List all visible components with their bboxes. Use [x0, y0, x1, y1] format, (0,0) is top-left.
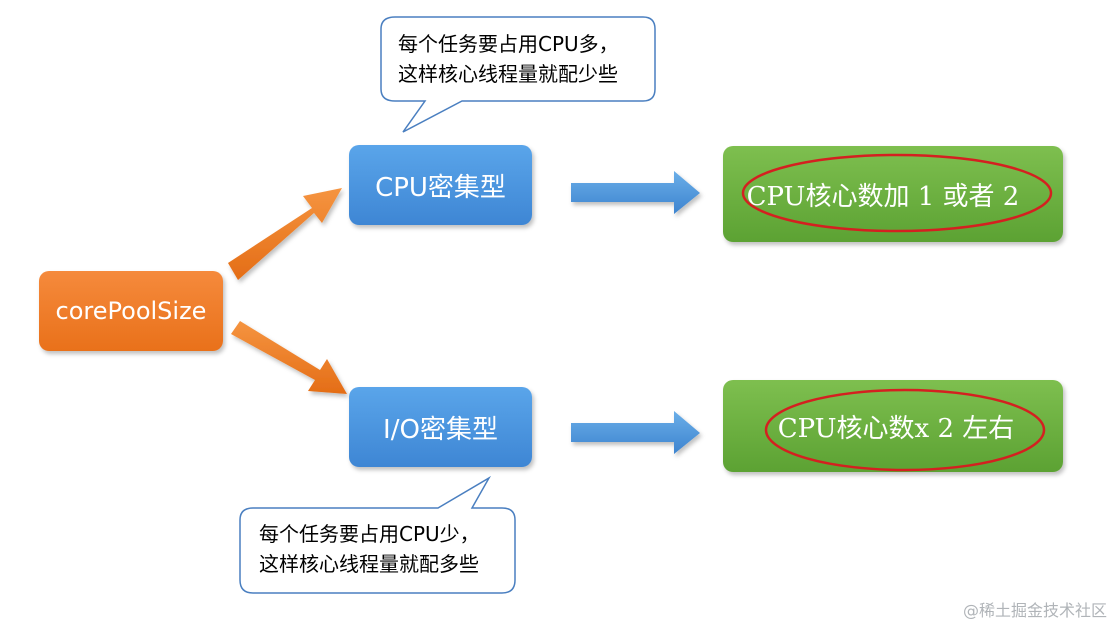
callout-io-note: 每个任务要占用CPU少， 这样核心线程量就配多些: [259, 519, 480, 579]
cpu-intensive-result-label: CPU核心数加 1 或者 2: [746, 181, 1020, 212]
io-intensive-result-label: CPU核心数x 2 左右: [777, 413, 1015, 444]
io-intensive-result-node: CPU核心数x 2 左右: [723, 380, 1063, 472]
cpu-intensive-result-node: CPU核心数加 1 或者 2: [723, 146, 1063, 242]
callout-cpu-note: 每个任务要占用CPU多， 这样核心线程量就配少些: [398, 29, 619, 89]
callout-cpu-line1: 每个任务要占用CPU多，: [398, 32, 619, 56]
callout-io-line2: 这样核心线程量就配多些: [259, 552, 479, 576]
core-pool-size-node: corePoolSize: [39, 271, 223, 351]
arrow-io-to-result: [571, 411, 700, 454]
cpu-intensive-node: CPU密集型: [349, 145, 532, 225]
arrow-to-cpu-intensive: [228, 188, 342, 280]
io-intensive-label: I/O密集型: [383, 414, 498, 445]
callout-io-line1: 每个任务要占用CPU少，: [259, 522, 480, 546]
arrow-cpu-to-result: [571, 171, 700, 214]
callout-cpu-line2: 这样核心线程量就配少些: [398, 62, 618, 86]
watermark: @稀土掘金技术社区: [962, 601, 1107, 620]
io-intensive-node: I/O密集型: [349, 387, 532, 467]
cpu-intensive-label: CPU密集型: [375, 172, 506, 203]
arrow-to-io-intensive: [231, 321, 347, 394]
callout-top-bubble: [380, 16, 656, 133]
core-pool-size-label: corePoolSize: [55, 297, 207, 325]
callout-bottom-bubble: [239, 475, 516, 594]
